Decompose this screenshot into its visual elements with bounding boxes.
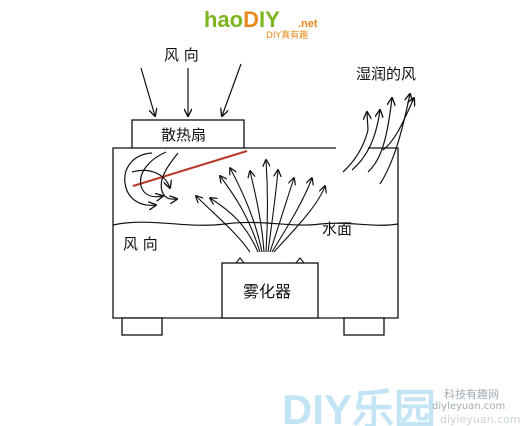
cooling-fan xyxy=(131,119,245,149)
mist-arrows xyxy=(196,160,325,253)
svg-text:.net: .net xyxy=(298,18,318,30)
air-swirl-arrows xyxy=(124,151,179,205)
water-surface-line xyxy=(112,221,399,226)
svg-text:科技有趣网: 科技有趣网 xyxy=(444,387,499,401)
site-logo: haoDIY .net DIY真有趣 xyxy=(204,7,318,41)
heat-plate xyxy=(132,150,248,187)
right-foot xyxy=(343,317,385,336)
svg-text:diyleyuan.com: diyleyuan.com xyxy=(432,401,505,412)
svg-text:diyleyuan.com: diyleyuan.com xyxy=(440,413,521,426)
atomizer xyxy=(221,262,319,319)
atomizer-label: 雾化器 xyxy=(243,282,291,301)
svg-text:haoDIY: haoDIY xyxy=(204,7,280,32)
cooling-fan-label: 散热扇 xyxy=(161,126,206,144)
watermark: DIY乐园 科技有趣网 diyleyuan.com diyleyuan.com xyxy=(282,386,521,426)
incoming-air-arrows xyxy=(140,63,242,116)
humid-air-label: 湿润的风 xyxy=(356,65,416,83)
wind-direction-label-side: 风 向 xyxy=(123,235,158,253)
humid-air-out-arrows xyxy=(342,94,414,185)
svg-text:DIY真有趣: DIY真有趣 xyxy=(266,29,308,41)
left-foot xyxy=(121,317,163,336)
svg-text:DIY乐园: DIY乐园 xyxy=(282,386,436,426)
wind-direction-label-top: 风 向 xyxy=(164,46,199,64)
water-surface-label: 水面 xyxy=(322,220,352,238)
